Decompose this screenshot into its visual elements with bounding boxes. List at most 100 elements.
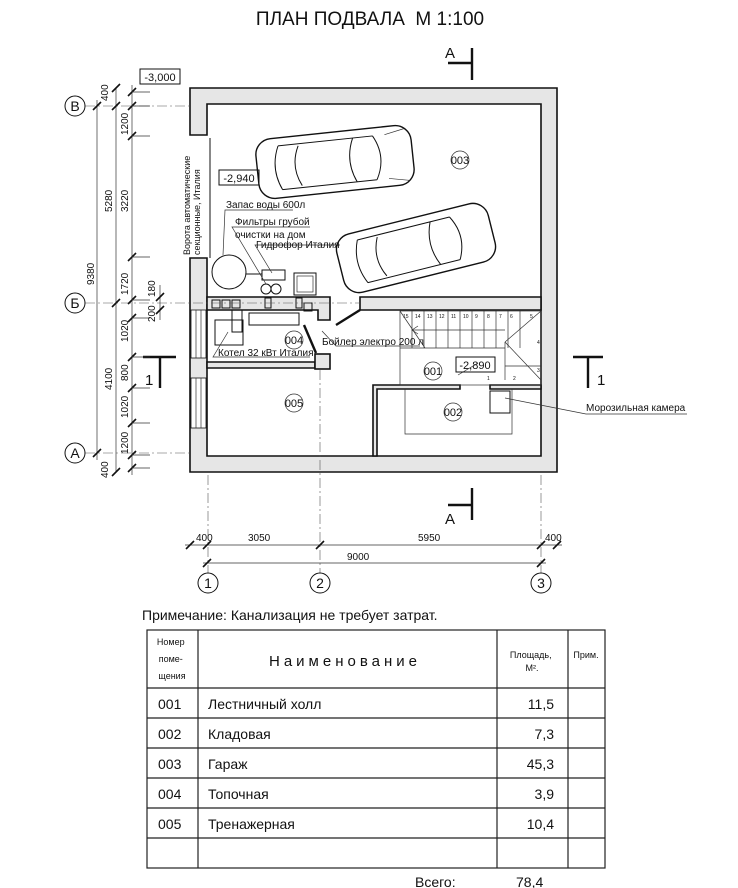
dim-chain-400-top: 400 xyxy=(100,84,111,101)
stair-number: 8 xyxy=(487,314,490,320)
stair-number: 7 xyxy=(499,314,502,320)
room-number: 005 xyxy=(158,816,182,832)
stair-number: 5 xyxy=(530,314,533,320)
axis-grid: В Б А 1 2 3 xyxy=(64,95,552,594)
room-table: Номер поме- щения Наименование Площадь, … xyxy=(146,629,606,888)
total-value: 78,4 xyxy=(516,874,543,888)
dimension-tick xyxy=(202,540,212,550)
stair-number: 13 xyxy=(427,314,433,320)
table-row: 001 Лестничный холл 11,5 xyxy=(158,696,554,712)
header-note: Прим. xyxy=(573,650,598,660)
room-number: 001 xyxy=(158,696,182,712)
outer-walls xyxy=(189,87,558,473)
room-004-label: 004 xyxy=(285,335,303,347)
dim-bottom-3050: 3050 xyxy=(248,533,271,544)
left-dimensions: 9380 5280 4100 400 1200 3220 1720 1020 8… xyxy=(86,83,165,478)
room-area: 11,5 xyxy=(528,696,554,712)
stair-number: 3 xyxy=(537,368,540,374)
gate-note: Ворота автоматическиесекционные, Италия xyxy=(182,156,202,255)
room-area: 7,3 xyxy=(535,726,555,742)
stair-number: 11 xyxy=(451,314,456,320)
dim-chain-1200: 1200 xyxy=(120,112,131,135)
dim-5280: 5280 xyxy=(104,189,115,212)
boiler-electric-note: Бойлер электро 200 л xyxy=(322,337,424,348)
dimension-tick xyxy=(92,448,102,458)
room-name: Топочная xyxy=(208,786,269,802)
level-garage: -2,940 xyxy=(223,173,254,185)
freezer-note: Морозильная камера xyxy=(586,403,686,414)
room-001-label: 001 xyxy=(424,366,442,378)
dim-chain-1200-2: 1200 xyxy=(120,431,131,454)
section-a-top: А xyxy=(445,45,455,62)
section-1-right: 1 xyxy=(597,372,605,389)
level-marks: -3,000 -2,940 -2,890 xyxy=(139,68,496,373)
room-number: 003 xyxy=(158,756,182,772)
dim-chain-3220: 3220 xyxy=(120,189,131,212)
car-1 xyxy=(255,124,415,200)
room-number: 002 xyxy=(158,726,182,742)
stair-number: 1 xyxy=(487,376,490,382)
stair-number: 15 xyxy=(403,314,409,320)
header-num: Номер поме- щения xyxy=(157,637,187,681)
axis-2: 2 xyxy=(316,575,324,591)
dimension-tick xyxy=(111,101,121,111)
filters-note-1: Фильтры грубой xyxy=(235,216,310,228)
filters-note-2: очистки на дом xyxy=(235,230,306,241)
level-hall: -2,890 xyxy=(459,360,490,372)
dim-chain-800: 800 xyxy=(120,364,131,381)
plan-title: ПЛАН ПОДВАЛА М 1:100 xyxy=(256,9,484,30)
section-1-left: 1 xyxy=(145,372,153,389)
dimension-tick xyxy=(111,83,121,93)
axis-b: Б xyxy=(70,295,79,311)
dim-9380: 9380 xyxy=(86,262,97,285)
dim-chain-1020: 1020 xyxy=(120,319,131,342)
room-name: Кладовая xyxy=(208,726,271,742)
header-name: Наименование xyxy=(269,653,421,670)
stair-number: 12 xyxy=(439,314,445,320)
dim-chain-1020-2: 1020 xyxy=(120,395,131,418)
axis-v: В xyxy=(70,98,79,114)
dimension-tick xyxy=(536,558,546,568)
stair-number: 2 xyxy=(513,376,516,382)
dimension-tick xyxy=(202,558,212,568)
axis-3: 3 xyxy=(537,575,545,591)
room-002-label: 002 xyxy=(444,407,462,419)
annotations: Ворота автоматическиесекционные, Италия … xyxy=(182,156,686,414)
axis-a: А xyxy=(70,445,80,461)
dim-200: 200 xyxy=(147,305,158,322)
section-a-bottom: А xyxy=(445,511,455,528)
total-label: Всего: xyxy=(415,874,456,888)
dimension-tick xyxy=(185,540,195,550)
leader-lines xyxy=(212,209,687,415)
table-row: 002 Кладовая 7,3 xyxy=(158,726,554,742)
room-005-label: 005 xyxy=(285,398,303,410)
dim-bottom-400-left: 400 xyxy=(196,533,213,544)
stair-number: 10 xyxy=(463,314,469,320)
room-003-label: 003 xyxy=(451,155,469,167)
level-top: -3,000 xyxy=(144,72,175,84)
dimension-tick xyxy=(92,101,102,111)
room-area: 45,3 xyxy=(527,756,554,772)
dim-chain-400-bottom: 400 xyxy=(100,461,111,478)
dim-bottom-9000: 9000 xyxy=(347,552,370,563)
boiler-gas-note: Котел 32 кВт Италия xyxy=(218,348,314,359)
stair-number: 6 xyxy=(510,314,513,320)
dimension-tick xyxy=(111,298,121,308)
dim-180: 180 xyxy=(147,280,158,297)
inner-walls xyxy=(206,296,542,457)
dim-bottom-400-right: 400 xyxy=(545,533,562,544)
stair-number: 4 xyxy=(537,340,540,346)
stair-number: 14 xyxy=(415,314,421,320)
dim-4100: 4100 xyxy=(104,367,115,390)
header-area: Площадь, М². xyxy=(510,650,554,673)
dimension-tick xyxy=(155,305,165,315)
dimension-tick xyxy=(155,292,165,302)
room-number: 004 xyxy=(158,786,182,802)
room-name: Лестничный холл xyxy=(208,696,321,712)
note: Примечание: Канализация не требует затра… xyxy=(142,607,438,623)
room-labels: 003 004 005 001 002 xyxy=(284,150,470,422)
